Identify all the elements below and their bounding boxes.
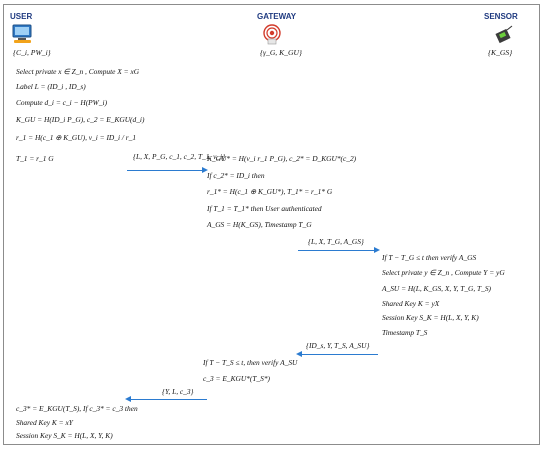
computer-icon — [12, 24, 32, 43]
gateway-step-4: If T_1 = T_1* then User authenticated — [207, 204, 322, 213]
sensor-step-1: If T − T_G ≤ t then verify A_GS — [382, 253, 477, 262]
wireless-router-icon — [263, 24, 281, 45]
message-4-label: {Y, L, c_3} — [162, 387, 194, 396]
message-1-arrow — [127, 167, 208, 174]
sensor-node-icon — [495, 25, 513, 44]
sensor-step-2: Select private y ∈ Z_n , Compute Y = yG — [382, 268, 505, 277]
user-final-3: Session Key S_K = H(L, X, Y, K) — [16, 431, 113, 440]
sensor-step-3: A_SU = H(L, K_GS, X, Y, T_G, T_S) — [382, 284, 492, 293]
user-final-2: Shared Key K = xY — [16, 418, 73, 427]
message-2-label: {L, X, T_G, A_GS} — [308, 237, 364, 246]
user-keys: {C_i, PW_i} — [13, 48, 51, 57]
sensor-header: SENSOR — [484, 12, 518, 21]
gateway-header: GATEWAY — [257, 12, 297, 21]
protocol-diagram — [3, 4, 540, 445]
message-1-label: {L, X, P_G, c_1, c_2, T_1, v_i} — [133, 152, 226, 161]
user-step-4: K_GU = H(ID_i P_G), c_2 = E_KGU(d_i) — [16, 115, 145, 124]
sensor-step-5: Session Key S_K = H(L, X, Y, K) — [382, 313, 479, 322]
sensor-keys: {K_GS} — [488, 48, 513, 57]
user-final-1: c_3* = E_KGU(T_S), If c_3* = c_3 then — [16, 404, 138, 413]
message-4-arrow — [125, 396, 207, 403]
sensor-step-6: Timestamp T_S — [382, 328, 428, 337]
message-3-label: {ID_s, Y, T_S, A_SU} — [306, 341, 370, 350]
gateway-step-5: A_GS = H(K_GS), Timestamp T_G — [207, 220, 312, 229]
user-header: USER — [10, 12, 33, 21]
user-step-6: T_1 = r_1 G — [16, 154, 54, 163]
gateway-step-7: c_3 = E_KGU*(T_S*) — [203, 374, 270, 383]
user-step-3: Compute d_i = c_i − H(PW_i) — [16, 98, 108, 107]
user-step-1: Select private x ∈ Z_n , Compute X = xG — [16, 67, 140, 76]
sensor-step-4: Shared Key K = yX — [382, 299, 440, 308]
user-step-5: r_1 = H(c_1 ⊕ K_GU), v_i = ID_i / r_1 — [16, 133, 137, 142]
gateway-step-1: K_GU* = H(v_i r_1 P_G), c_2* = D_KGU*(c_… — [207, 154, 357, 163]
gateway-step-6: If T − T_S ≤ t, then verify A_SU — [203, 358, 298, 367]
message-3-arrow — [296, 351, 378, 358]
message-2-arrow — [298, 247, 380, 254]
gateway-keys: {γ_G, K_GU} — [260, 48, 302, 57]
gateway-step-3: r_1* = H(c_1 ⊕ K_GU*), T_1* = r_1* G — [207, 187, 333, 196]
gateway-step-2: If c_2* = ID_i then — [207, 171, 265, 180]
user-step-2: Label L = (ID_i , ID_s) — [16, 82, 86, 91]
